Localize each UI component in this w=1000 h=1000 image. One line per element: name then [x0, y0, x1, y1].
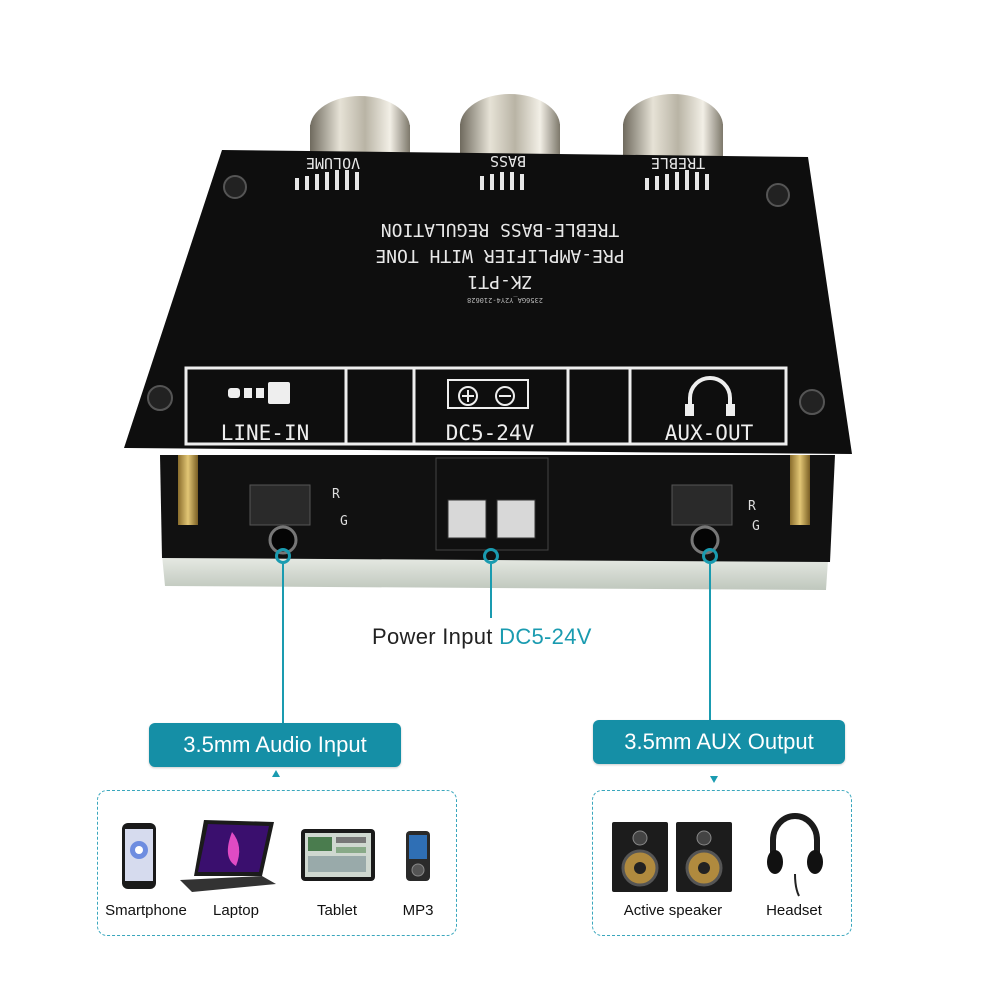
input-devices-box — [97, 790, 457, 936]
screw — [766, 183, 790, 207]
board-title-line-1: TREBLE-BASS REGULATION — [381, 219, 619, 240]
board-label-treble: TREBLE — [651, 154, 705, 172]
port-label-power: DC5-24V — [446, 421, 535, 445]
port-label-aux-out: AUX-OUT — [665, 421, 754, 445]
screw — [147, 385, 173, 411]
terminal-screw — [447, 499, 487, 539]
pcb-silk-g: G — [340, 514, 348, 529]
product-photo: R G R G VOLUME BASS TREBLE TREBLE-BASS R… — [124, 94, 852, 590]
plug-icon — [228, 382, 290, 404]
input-marker — [275, 548, 291, 564]
device-label-headset: Headset — [766, 902, 822, 919]
standoff — [790, 455, 810, 525]
arrow-up-icon — [272, 770, 280, 777]
minus-icon — [495, 386, 515, 406]
device-label-tablet: Tablet — [316, 902, 358, 919]
device-label-smartphone: Smartphone — [105, 902, 187, 919]
terminal-screw — [496, 499, 536, 539]
board-model: ZK-PT1 — [467, 271, 532, 292]
line-in-jack-body — [249, 484, 311, 526]
board-label-volume: VOLUME — [306, 154, 360, 172]
aux-out-panel — [628, 366, 788, 446]
aux-output-tag: 3.5mm AUX Output — [593, 720, 845, 764]
top-plate — [124, 150, 852, 454]
output-marker — [702, 548, 718, 564]
device-label-laptop: Laptop — [213, 902, 259, 919]
power-input-label: Power Input DC5-24V — [372, 624, 592, 649]
audio-input-tag: 3.5mm Audio Input — [149, 723, 401, 767]
board-serial: 2356GA_Y2Y4-210628 — [467, 296, 543, 304]
device-label-mp3: MP3 — [402, 902, 434, 919]
terminal-icon — [447, 379, 529, 409]
output-devices-box — [592, 790, 852, 936]
pcb-silk-g: G — [752, 519, 760, 534]
headphone-icon — [688, 376, 732, 410]
screw — [223, 175, 247, 199]
screw — [799, 389, 825, 415]
speaker-icon — [612, 822, 732, 892]
pcb-silk-r: R — [748, 499, 756, 514]
device-label-active-speaker: Active speaker — [623, 902, 723, 919]
input-leader-line — [282, 564, 284, 723]
port-label-line-in: LINE-IN — [221, 421, 310, 445]
tablet-icon — [301, 829, 375, 881]
plus-icon — [458, 386, 478, 406]
board-label-bass: BASS — [490, 152, 526, 170]
arrow-down-icon — [710, 776, 718, 783]
bottom-acrylic-plate — [162, 555, 828, 590]
headset-icon — [767, 813, 823, 897]
power-marker — [483, 548, 499, 564]
standoff — [178, 455, 198, 525]
power-leader-line — [490, 564, 492, 618]
treble-knob[interactable] — [623, 94, 723, 164]
board-title-line-2: PRE-AMPLIFIER WITH TONE — [375, 245, 624, 266]
aux-out-jack-body — [671, 484, 733, 526]
output-leader-line — [709, 564, 711, 720]
laptop-icon — [180, 820, 276, 892]
pcb-silk-r: R — [332, 487, 340, 502]
level-marks — [295, 170, 709, 190]
mp3-player-icon — [406, 831, 430, 881]
smartphone-icon — [122, 823, 156, 889]
